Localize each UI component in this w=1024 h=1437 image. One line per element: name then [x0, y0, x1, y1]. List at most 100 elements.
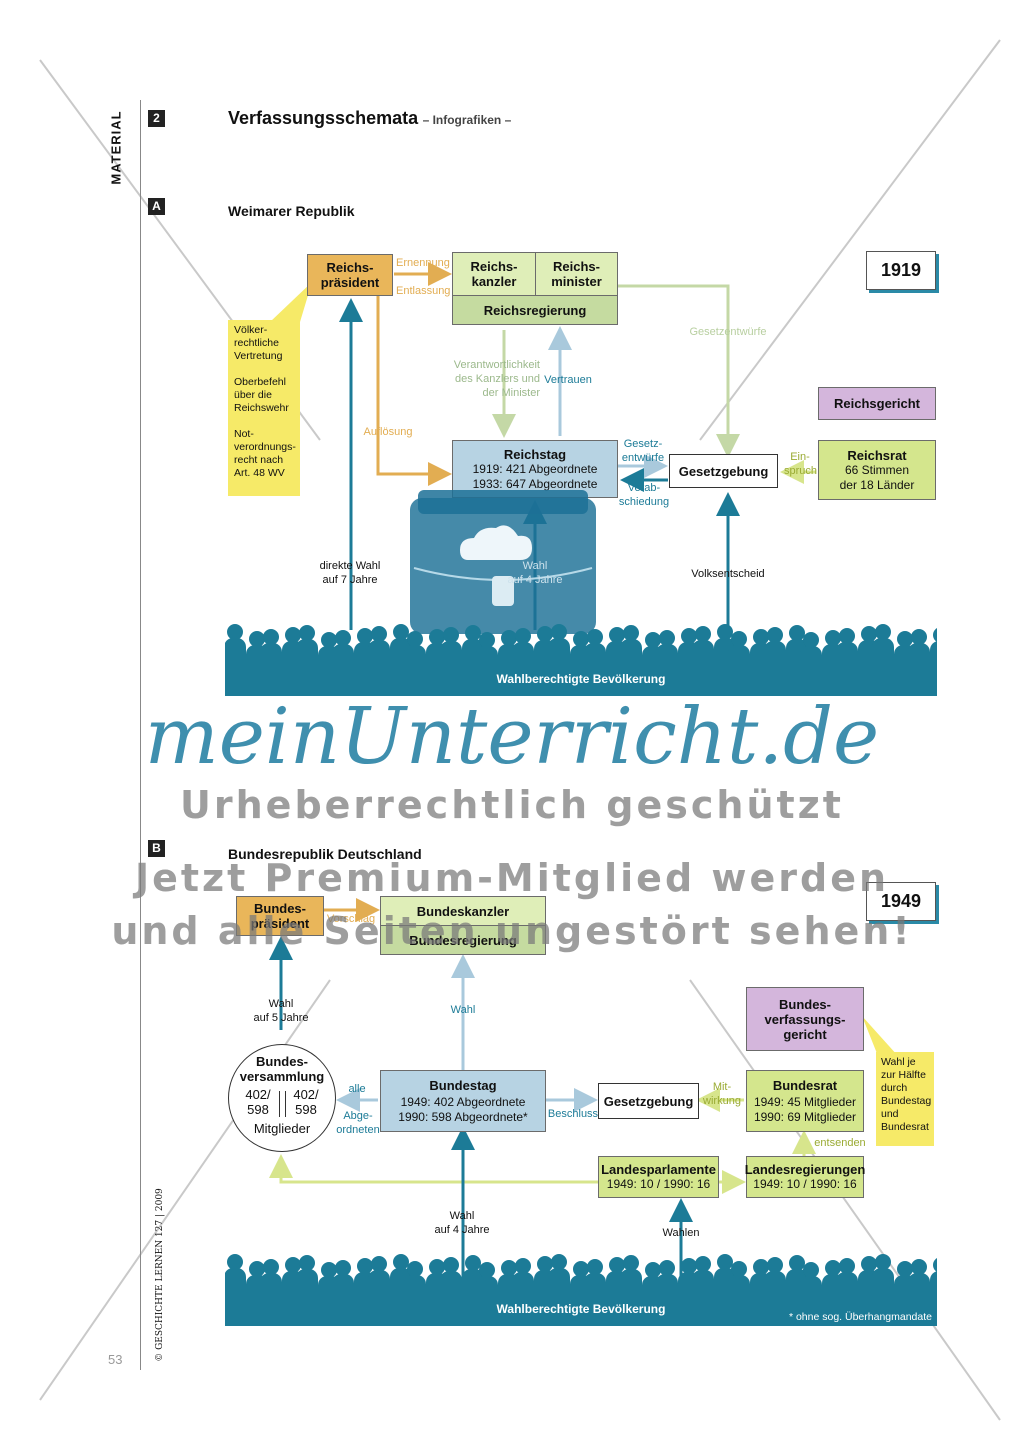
abgeordneten-label: Abge- ordneten [336, 1110, 380, 1136]
crowd-head [933, 628, 937, 642]
reichstag-line-1919: 1919: 421 Abgeordnete [472, 461, 598, 476]
crowd-head [357, 1258, 373, 1274]
crowd-body [692, 1270, 714, 1298]
bundestag-line-1949: 1949: 402 Abgeordnete [400, 1094, 526, 1109]
bundesrat-title: Bundesrat [772, 1077, 838, 1093]
crowd-head [249, 1261, 265, 1277]
wahl-4-jahre-label-a: Wahl auf 4 Jahre [507, 560, 563, 586]
wahl-4-jahre-label-b: Wahl auf 4 Jahre [434, 1210, 490, 1236]
briefcase-icon [410, 490, 596, 634]
bv-right-count: 402/ 598 [293, 1087, 319, 1117]
crowd-head [573, 1261, 589, 1277]
reichskanzler-box: Reichs- kanzler [452, 252, 536, 296]
crowd-head [767, 627, 783, 643]
gesetzentwuerfe-top-label: Gesetzentwürfe [689, 326, 767, 338]
crowd-head [263, 629, 279, 645]
einspruch-label: Ein- spruch [784, 451, 818, 477]
crowd-head [731, 631, 747, 647]
bundesregierung-box: Bundesregierung [380, 925, 546, 955]
aufloesung-label: Auflösung [363, 426, 413, 438]
bundestag-line-1990: 1990: 598 Abgeordnete* [398, 1109, 528, 1124]
volksentscheid-label: Volksentscheid [691, 568, 765, 580]
bundesrat-line-1949: 1949: 45 Mitglieder [753, 1094, 857, 1109]
crowd-silhouette-b [225, 1254, 937, 1298]
sidebar-rule [140, 100, 141, 1370]
crowd-head [335, 630, 351, 646]
page-title: Verfassungsschemata – Infografiken – [228, 108, 511, 129]
crowd-head [717, 1254, 733, 1270]
section-a-badge: A [148, 198, 165, 215]
crowd-body [872, 1268, 894, 1298]
crowd-head [443, 1257, 459, 1273]
crowd-body [584, 1273, 606, 1298]
crowd-head [537, 626, 553, 642]
crowd-head [861, 626, 877, 642]
crowd-body [296, 639, 318, 668]
reichsgericht-box: Reichsgericht [818, 387, 936, 420]
watermark-brand: meinUnterricht.de [144, 692, 880, 782]
watermark-line-3: und alle Seiten ungestört sehen! [111, 909, 913, 953]
crowd-head [357, 628, 373, 644]
crowd-head [645, 1262, 661, 1278]
crowd-body [584, 643, 606, 668]
section-a-heading: Weimarer Republik [228, 203, 355, 219]
crowd-head [479, 632, 495, 648]
crowd-head [573, 631, 589, 647]
reichspraesident-powers-note: Völker- rechtliche Vertretung Oberbefehl… [228, 320, 300, 496]
crowd-body [368, 1270, 390, 1298]
crowd-head [789, 625, 805, 641]
crowd-body [620, 639, 642, 668]
crowd-head [263, 1259, 279, 1275]
crowd-body [620, 1269, 642, 1298]
bundestag-box: Bundestag 1949: 402 Abgeordnete 1990: 59… [380, 1070, 546, 1132]
subtitle-text: – Infografiken – [422, 113, 512, 127]
gesetzentwuerfe-mid-label: Gesetz- entwürfe [621, 438, 665, 464]
crowd-head [285, 627, 301, 643]
crowd-head [321, 1262, 337, 1278]
crowd-body [692, 640, 714, 668]
crowd-head [551, 624, 567, 640]
crowd-head [371, 626, 387, 642]
section-b-heading: Bundesrepublik Deutschland [228, 846, 422, 862]
crowd-head [479, 1262, 495, 1278]
crowd-head [623, 625, 639, 641]
crowd-head [803, 1262, 819, 1278]
crowd-body [764, 641, 786, 668]
year-1919-box: 1919 [866, 251, 936, 290]
crowd-head [789, 1255, 805, 1271]
crowd-head [897, 631, 913, 647]
crowd-body [836, 642, 858, 668]
landesparlamente-box: Landesparlamente 1949: 10 / 1990: 16 [598, 1156, 719, 1198]
gesetzgebung-box-a: Gesetzgebung [669, 454, 778, 488]
crowd-head [285, 1257, 301, 1273]
crowd-head [429, 1259, 445, 1275]
reichsrat-line-1: 66 Stimmen [844, 462, 910, 477]
crowd-head [825, 630, 841, 646]
vertrauen-label: Vertrauen [544, 374, 592, 386]
crowd-head [465, 625, 481, 641]
reichsrat-title: Reichsrat [847, 447, 907, 463]
crowd-head [681, 628, 697, 644]
bvg-election-note: Wahl je zur Hälfte durch Bundestag und B… [876, 1052, 934, 1146]
crowd-head [681, 1258, 697, 1274]
crowd-head [753, 629, 769, 645]
footnote-text: * ohne sog. Überhangmandate [788, 1311, 932, 1323]
crowd-head [407, 631, 423, 647]
mitwirkung-label: Mit- wirkung [703, 1081, 741, 1107]
crowd-body [764, 1271, 786, 1298]
crowd-body [260, 643, 282, 668]
crowd-body [512, 642, 534, 668]
crowd-body [548, 1268, 570, 1298]
crowd-head [623, 1255, 639, 1271]
crowd-head [645, 632, 661, 648]
bv-mitglieder: Mitglieder [253, 1121, 311, 1136]
bundeskanzler-box: Bundeskanzler [380, 896, 546, 926]
bundesversammlung-circle: Bundes- versammlung 402/ 598 402/ 598 Mi… [228, 1044, 336, 1152]
crowd-head [609, 1257, 625, 1273]
year-1949-box: 1949 [866, 882, 936, 921]
crowd-head [875, 1254, 891, 1270]
crowd-head [695, 1256, 711, 1272]
crowd-head [587, 1259, 603, 1275]
reichstag-title: Reichstag [503, 446, 567, 462]
crowd-head [443, 627, 459, 643]
